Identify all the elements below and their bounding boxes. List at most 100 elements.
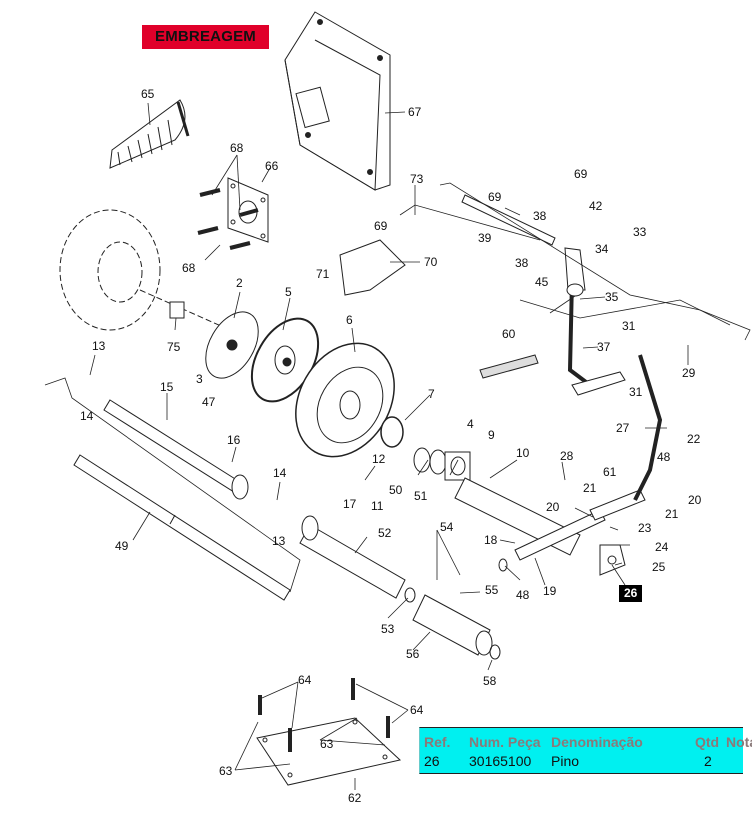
header-ref: Ref. bbox=[424, 734, 451, 750]
pedal-arm-part-27 bbox=[633, 354, 663, 501]
callout-ref-16[interactable]: 16 bbox=[227, 433, 241, 447]
callout-ref-66[interactable]: 66 bbox=[265, 159, 279, 173]
callout-ref-33[interactable]: 33 bbox=[633, 225, 647, 239]
callout-ref-3[interactable]: 3 bbox=[196, 372, 203, 386]
callout-ref-13[interactable]: 13 bbox=[92, 339, 106, 353]
callout-ref-20[interactable]: 20 bbox=[546, 500, 560, 514]
callout-ref-7[interactable]: 7 bbox=[428, 387, 435, 401]
callout-ref-9[interactable]: 9 bbox=[488, 428, 495, 442]
table-row[interactable]: 26 30165100 Pino 2 bbox=[420, 752, 743, 770]
callout-ref-63[interactable]: 63 bbox=[219, 764, 233, 778]
callout-ref-35[interactable]: 35 bbox=[605, 290, 619, 304]
callout-ref-55[interactable]: 55 bbox=[485, 583, 499, 597]
section-title-badge: EMBREAGEM bbox=[142, 25, 269, 49]
callout-ref-17[interactable]: 17 bbox=[343, 497, 357, 511]
callout-ref-68[interactable]: 68 bbox=[230, 141, 244, 155]
callout-ref-62[interactable]: 62 bbox=[348, 791, 362, 805]
bracket-part-70 bbox=[339, 239, 406, 296]
callout-ref-42[interactable]: 42 bbox=[589, 199, 603, 213]
pedal-pad-part-60 bbox=[479, 354, 539, 379]
callout-ref-19[interactable]: 19 bbox=[543, 584, 557, 598]
callout-ref-2[interactable]: 2 bbox=[236, 276, 243, 290]
callout-ref-25[interactable]: 25 bbox=[652, 560, 666, 574]
callout-ref-69[interactable]: 69 bbox=[374, 219, 388, 233]
callout-ref-10[interactable]: 10 bbox=[516, 446, 530, 460]
callout-ref-67[interactable]: 67 bbox=[408, 105, 422, 119]
callout-ref-48[interactable]: 48 bbox=[516, 588, 530, 602]
callout-ref-60[interactable]: 60 bbox=[502, 327, 516, 341]
friction-disc-part-5 bbox=[250, 317, 320, 403]
callout-ref-26[interactable]: 26 bbox=[619, 585, 643, 602]
callout-ref-69[interactable]: 69 bbox=[488, 190, 502, 204]
callout-ref-38[interactable]: 38 bbox=[533, 209, 547, 223]
flange-plate-part-66 bbox=[227, 177, 269, 243]
callout-ref-22[interactable]: 22 bbox=[687, 432, 701, 446]
header-note: Nota bbox=[726, 734, 752, 750]
callout-ref-31[interactable]: 31 bbox=[629, 385, 643, 399]
callout-ref-64[interactable]: 64 bbox=[298, 673, 312, 687]
callout-ref-75[interactable]: 75 bbox=[167, 340, 181, 354]
callout-ref-18[interactable]: 18 bbox=[484, 533, 498, 547]
callout-ref-50[interactable]: 50 bbox=[389, 483, 403, 497]
base-plate-part-62 bbox=[256, 678, 402, 786]
callout-ref-34[interactable]: 34 bbox=[595, 242, 609, 256]
callout-ref-21[interactable]: 21 bbox=[665, 507, 679, 521]
callout-ref-63[interactable]: 63 bbox=[320, 737, 334, 751]
parts-table: Ref. Num. Peça Denominação Qtd Nota 26 3… bbox=[419, 727, 752, 774]
callout-ref-11[interactable]: 11 bbox=[371, 499, 384, 513]
callout-ref-54[interactable]: 54 bbox=[440, 520, 454, 534]
callout-ref-49[interactable]: 49 bbox=[115, 539, 129, 553]
callout-ref-14[interactable]: 14 bbox=[273, 466, 287, 480]
callout-ref-56[interactable]: 56 bbox=[406, 647, 420, 661]
rod-part-19 bbox=[514, 509, 606, 561]
callout-ref-14[interactable]: 14 bbox=[80, 409, 94, 423]
bolts-part-68 bbox=[197, 188, 259, 250]
callout-ref-64[interactable]: 64 bbox=[410, 703, 424, 717]
callout-ref-70[interactable]: 70 bbox=[424, 255, 438, 269]
pressure-plate-part-6 bbox=[295, 342, 395, 458]
callout-ref-37[interactable]: 37 bbox=[597, 340, 611, 354]
callout-ref-48[interactable]: 48 bbox=[657, 450, 671, 464]
shaft-part-15 bbox=[103, 399, 249, 500]
callout-ref-21[interactable]: 21 bbox=[583, 481, 597, 495]
callout-ref-68[interactable]: 68 bbox=[182, 261, 196, 275]
callout-ref-12[interactable]: 12 bbox=[372, 452, 386, 466]
callout-ref-45[interactable]: 45 bbox=[535, 275, 549, 289]
callout-ref-24[interactable]: 24 bbox=[655, 540, 669, 554]
cell-ref: 26 bbox=[424, 753, 440, 769]
callout-ref-6[interactable]: 6 bbox=[346, 313, 353, 327]
callout-ref-20[interactable]: 20 bbox=[688, 493, 702, 507]
callout-ref-71[interactable]: 71 bbox=[316, 267, 330, 281]
disc-part-2 bbox=[205, 311, 259, 379]
callout-ref-58[interactable]: 58 bbox=[483, 674, 497, 688]
callout-ref-53[interactable]: 53 bbox=[381, 622, 395, 636]
callout-ref-38[interactable]: 38 bbox=[515, 256, 529, 270]
callout-ref-28[interactable]: 28 bbox=[560, 449, 574, 463]
cover-plate-part-67 bbox=[284, 11, 391, 191]
callout-ref-4[interactable]: 4 bbox=[467, 417, 474, 431]
callout-ref-47[interactable]: 47 bbox=[202, 395, 216, 409]
flywheel bbox=[59, 209, 231, 331]
callout-ref-65[interactable]: 65 bbox=[141, 87, 155, 101]
callout-ref-73[interactable]: 73 bbox=[410, 172, 424, 186]
bearing-housing-part-9 bbox=[413, 447, 471, 481]
cell-quantity: 2 bbox=[704, 753, 712, 769]
callout-ref-5[interactable]: 5 bbox=[285, 285, 292, 299]
callout-ref-69[interactable]: 69 bbox=[574, 167, 588, 181]
callout-ref-23[interactable]: 23 bbox=[638, 521, 652, 535]
header-part-number: Num. Peça bbox=[469, 734, 541, 750]
callout-ref-31[interactable]: 31 bbox=[622, 319, 636, 333]
callout-ref-39[interactable]: 39 bbox=[478, 231, 492, 245]
callout-ref-13[interactable]: 13 bbox=[272, 534, 286, 548]
callout-ref-15[interactable]: 15 bbox=[160, 380, 174, 394]
callout-ref-51[interactable]: 51 bbox=[414, 489, 428, 503]
bushing-part-75 bbox=[169, 301, 185, 319]
leader-lines bbox=[89, 102, 689, 790]
callout-ref-52[interactable]: 52 bbox=[378, 526, 392, 540]
lever-part-61 bbox=[589, 489, 646, 521]
callout-ref-29[interactable]: 29 bbox=[682, 366, 696, 380]
callout-ref-27[interactable]: 27 bbox=[616, 421, 630, 435]
callout-ref-61[interactable]: 61 bbox=[603, 465, 617, 479]
reference-frames bbox=[44, 182, 751, 593]
